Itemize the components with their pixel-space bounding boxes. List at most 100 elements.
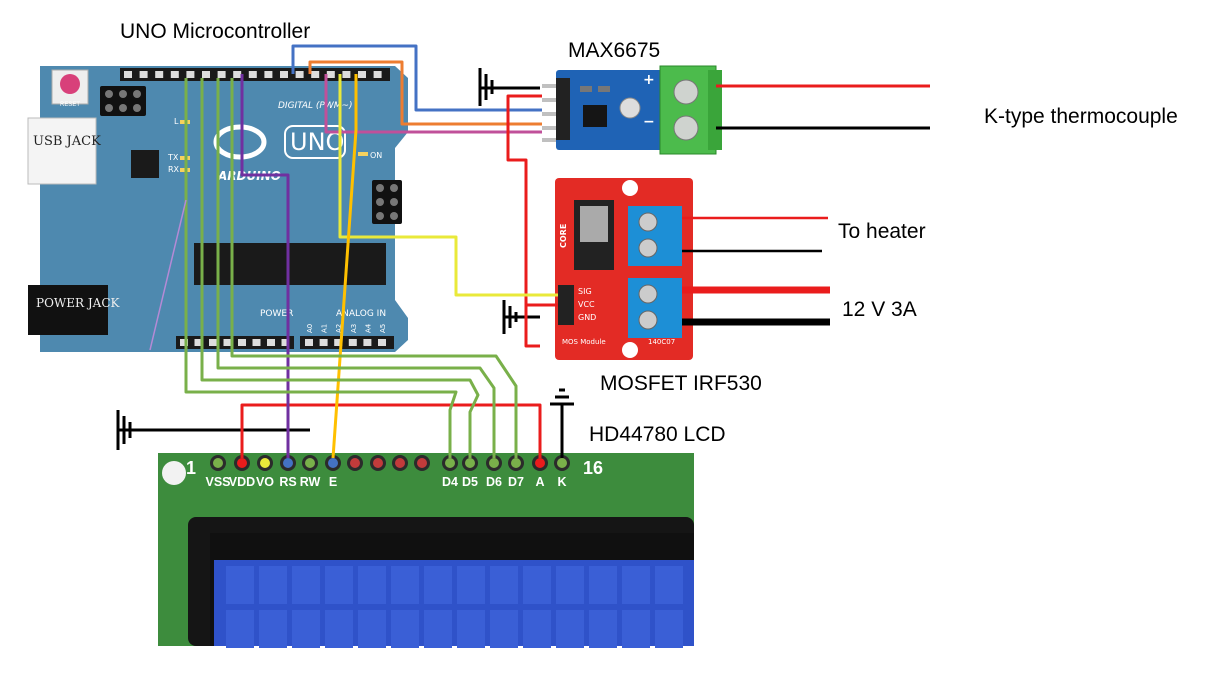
vcc-pin-label: VCC: [578, 300, 595, 309]
header-pin: [319, 339, 328, 346]
mosfet-module: CORE SIG VCC GND MOS Module 140C07: [555, 178, 693, 360]
module-code-label: 140C07: [648, 338, 675, 346]
wire-blue: [291, 44, 542, 112]
heater-terminal: [628, 206, 682, 266]
lcd-char-cell: [655, 610, 683, 648]
lcd-char-cell: [292, 566, 320, 604]
header-pin: [238, 339, 246, 346]
analog-pin-label: A2: [335, 324, 343, 333]
max6675-module: + −: [542, 65, 722, 155]
lcd-char-cell: [259, 566, 287, 604]
lcd-pin-core: [373, 458, 383, 468]
max-plus-label: +: [643, 72, 655, 88]
lcd-pin-core: [213, 458, 223, 468]
lcd-char-cell: [457, 610, 485, 648]
lcd-pin-core: [511, 458, 521, 468]
header-pin: [186, 71, 195, 78]
lcd-caption: HD44780 LCD: [589, 423, 726, 446]
wire-gold-e: [331, 74, 358, 459]
header-pin: [280, 71, 288, 78]
mos-module-label: MOS Module: [562, 338, 606, 346]
lcd-pin1-label: 1: [186, 458, 196, 478]
core-label: CORE: [559, 224, 568, 248]
wire-green-d7: [230, 78, 518, 458]
lcd-pin-core: [395, 458, 405, 468]
lcd-char-cell: [556, 566, 584, 604]
rx-label: RX: [168, 165, 180, 174]
lcd-pin-core: [237, 458, 247, 468]
header-pin: [202, 71, 210, 78]
lcd-pin-core: [445, 458, 455, 468]
thermocouple-terminal: [659, 65, 717, 155]
header-pin: [295, 71, 304, 78]
header-pin: [194, 339, 203, 346]
header-pin: [326, 71, 335, 78]
header-pin: [267, 339, 275, 346]
lcd-pin-label: VDD: [229, 475, 255, 489]
max-minus-label: −: [643, 114, 655, 130]
header-pin: [334, 339, 343, 346]
arduino-uno-board: USB JACK POWER JACK RESET DIGITAL (P: [27, 66, 408, 352]
header-pin: [124, 71, 132, 78]
lcd-pin-label: VO: [256, 475, 274, 489]
atmega-chip: [194, 243, 386, 285]
lcd-pin-label: E: [329, 475, 337, 489]
ground-symbols: [116, 68, 574, 458]
lcd-char-cell: [490, 566, 518, 604]
power-label: POWER: [260, 309, 293, 319]
lcd-pin-core: [305, 458, 315, 468]
header-pin: [217, 71, 226, 78]
header-pin: [373, 71, 382, 78]
wire-red-mosfet-vcc: [524, 305, 540, 348]
lcd-pin-label: VSS: [205, 475, 230, 489]
supply-caption: 12 V 3A: [842, 298, 917, 321]
lcd-char-cell: [523, 610, 551, 648]
header-pin: [252, 339, 261, 346]
arduino-logo: [213, 124, 267, 160]
lcd-char-cell: [589, 610, 617, 648]
power-jack: [28, 285, 108, 335]
power-header: [176, 336, 294, 349]
lcd-char-cell: [391, 610, 419, 648]
header-pin: [170, 71, 179, 78]
wire-red-max-vcc: [506, 94, 558, 307]
lcd-char-cell: [556, 610, 584, 648]
header-pin: [358, 71, 366, 78]
lcd-char-cell: [622, 610, 650, 648]
max6675-caption: MAX6675: [568, 39, 660, 62]
header-pin: [180, 339, 188, 346]
mosfet-caption: MOSFET IRF530: [600, 372, 762, 395]
lcd-pin-core: [328, 458, 338, 468]
lcd-pin-label: D4: [442, 475, 458, 489]
lcd-char-cell: [457, 566, 485, 604]
wire-green-d4: [184, 78, 458, 458]
lcd-pin-core: [535, 458, 545, 468]
wire-green-d6: [216, 78, 496, 458]
header-pin: [223, 339, 232, 346]
digital-label: DIGITAL (PWM~): [278, 101, 353, 111]
lcd-pin16-label: 16: [583, 458, 603, 478]
lcd-char-cell: [655, 566, 683, 604]
analog-pin-label: A0: [306, 324, 314, 333]
header-pin: [139, 71, 148, 78]
on-label: ON: [370, 151, 382, 160]
sig-pin-label: SIG: [578, 287, 592, 296]
lcd-pin-core: [417, 458, 427, 468]
lcd-pin-core: [465, 458, 475, 468]
lcd-char-cell: [292, 610, 320, 648]
wire-green-d5: [200, 78, 480, 458]
lcd-char-cell: [358, 610, 386, 648]
lcd-char-cell: [523, 566, 551, 604]
gnd-pin-label: GND: [578, 313, 596, 322]
analog-label: ANALOG IN: [336, 309, 386, 319]
lcd-pin-core: [350, 458, 360, 468]
lcd-char-cell: [490, 610, 518, 648]
l-label: L: [174, 117, 179, 126]
lcd-char-cell: [358, 566, 386, 604]
analog-pin-label: A5: [379, 324, 387, 333]
lcd-char-cell: [424, 610, 452, 648]
analog-pin-label: A4: [364, 323, 372, 333]
header-pin: [248, 71, 257, 78]
